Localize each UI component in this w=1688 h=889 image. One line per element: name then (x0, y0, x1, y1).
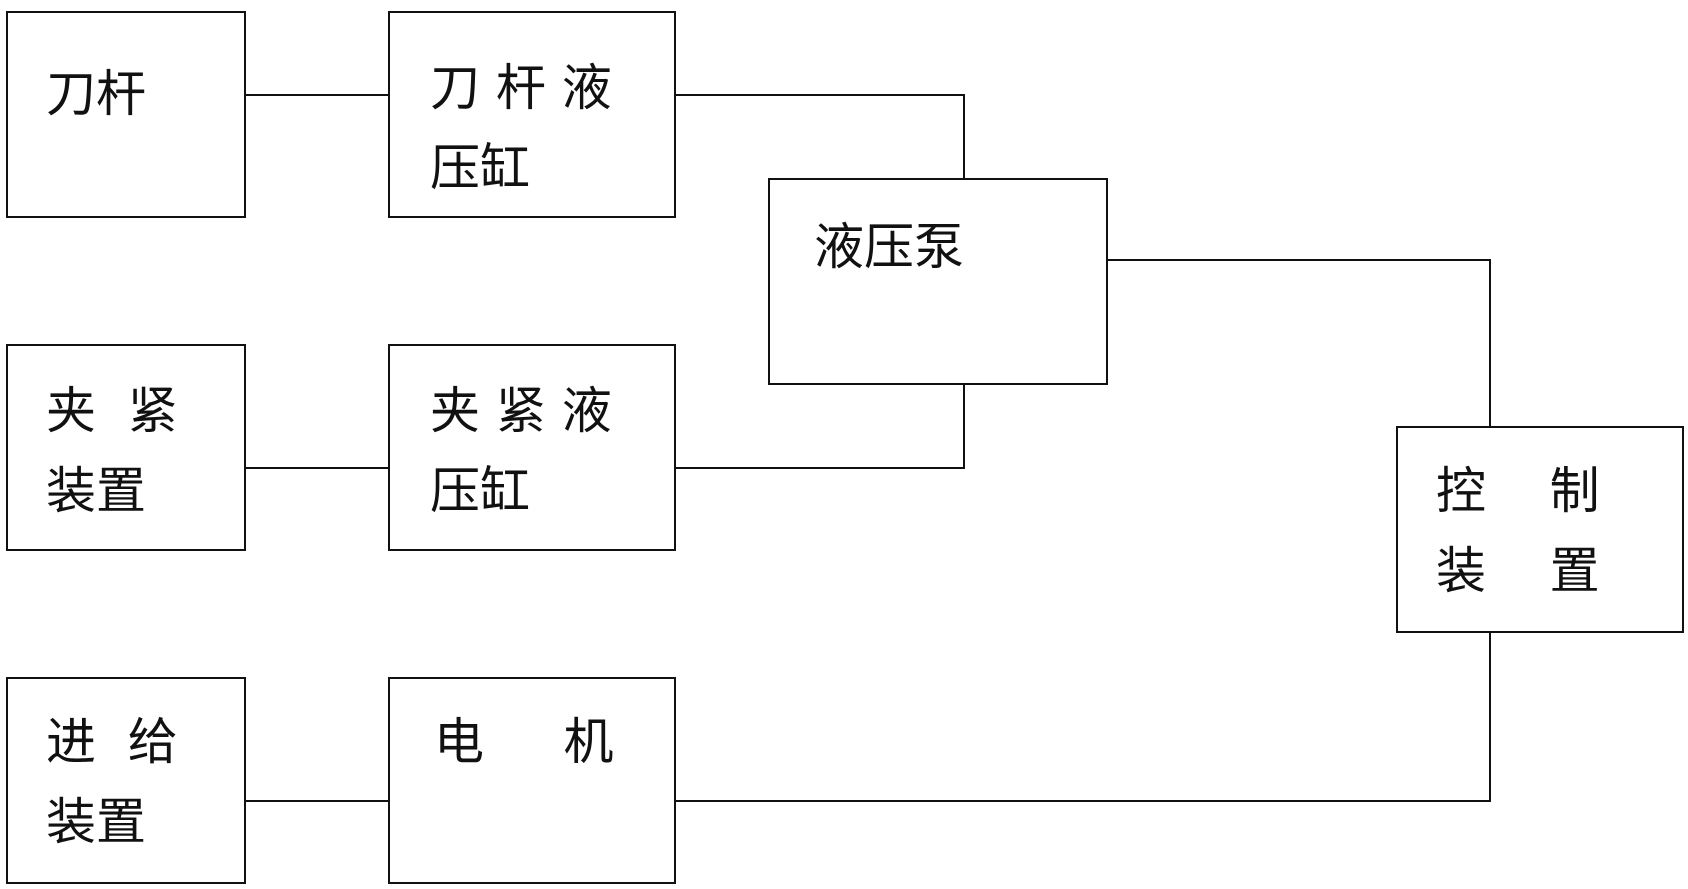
block-motor: 电 机 (388, 677, 676, 884)
block-motor-label: 电 机 (434, 703, 613, 781)
block-hydraulic-pump-label: 液压泵 (814, 208, 964, 286)
block-tool-bar-hydraulic-cylinder-label-1: 刀 杆 液 (430, 49, 612, 127)
block-control-device-label-1: 控 制 (1436, 452, 1600, 530)
block-clamping-device: 夹 紧 装置 (6, 344, 246, 551)
block-tool-bar-hydraulic-cylinder: 刀 杆 液 压缸 (388, 11, 676, 218)
block-clamping-device-label-1: 夹 紧 (46, 372, 178, 450)
block-hydraulic-pump: 液压泵 (768, 178, 1108, 385)
block-tool-bar-hydraulic-cylinder-label-2: 压缸 (430, 129, 530, 207)
block-clamping-hydraulic-cylinder-label-1: 夹 紧 液 (430, 372, 612, 450)
block-clamping-hydraulic-cylinder: 夹 紧 液 压缸 (388, 344, 676, 551)
block-feed-device-label-1: 进 给 (46, 703, 178, 781)
block-tool-bar-label: 刀杆 (46, 55, 146, 133)
block-control-device: 控 制 装 置 (1396, 426, 1684, 633)
block-clamping-device-label-2: 装置 (46, 452, 146, 530)
block-clamping-hydraulic-cylinder-label-2: 压缸 (430, 452, 530, 530)
block-feed-device: 进 给 装置 (6, 677, 246, 884)
block-feed-device-label-2: 装置 (46, 783, 146, 861)
block-tool-bar: 刀杆 (6, 11, 246, 218)
block-control-device-label-2: 装 置 (1436, 532, 1600, 610)
